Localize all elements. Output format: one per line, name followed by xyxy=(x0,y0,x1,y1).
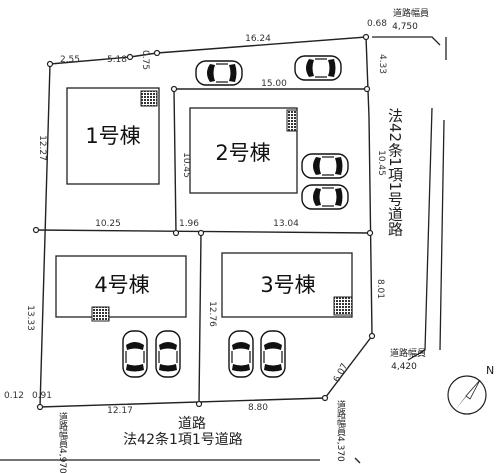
dim-right-top: 4.33 xyxy=(377,54,387,74)
building-2-outline xyxy=(189,107,298,194)
dim-mid-left: 10.25 xyxy=(95,219,121,229)
car-icon xyxy=(228,330,254,378)
dim-left-upper: 12.27 xyxy=(37,135,47,161)
bottom-road-title: 道路 xyxy=(178,416,206,432)
car-icon xyxy=(195,60,243,86)
road-width-right-title: 道路幅員 xyxy=(390,347,426,359)
building-1-label: 1号棟 xyxy=(85,124,140,148)
dim-bottom-corner-b: 0.91 xyxy=(32,391,52,401)
meter-box-1 xyxy=(140,90,158,107)
dim-bottom-corner-a: 0.12 xyxy=(4,391,24,401)
meter-box-3 xyxy=(333,296,353,316)
north-label: N xyxy=(486,364,494,377)
car-icon xyxy=(301,153,349,179)
dim-top-right-corner: 0.68 xyxy=(367,19,387,29)
building-4-label: 4号棟 xyxy=(94,273,149,297)
car-icon xyxy=(260,330,286,378)
right-road-label: 法42条1項1号道路 xyxy=(386,108,404,236)
car-icon xyxy=(294,55,342,81)
dim-mid-right: 13.04 xyxy=(273,219,299,229)
dim-bottom-left: 12.17 xyxy=(107,406,133,416)
dim-top-left-b: 5.18 xyxy=(107,55,127,65)
building-4-outline xyxy=(55,255,187,318)
road-width-bottom-left: 道路幅員4,970 xyxy=(57,411,68,473)
dim-diagonal: 6.07 xyxy=(332,362,350,384)
building-1-outline xyxy=(66,87,160,185)
road-edges xyxy=(0,36,447,464)
dim-top-left-a: 2.55 xyxy=(60,55,80,65)
dim-bottom-mid: 8.80 xyxy=(248,403,268,413)
dim-lot2-top: 15.00 xyxy=(261,79,287,89)
building-3-label: 3号棟 xyxy=(260,273,315,297)
building-outlines xyxy=(55,87,353,318)
meter-box-4 xyxy=(91,306,110,322)
dim-lot3-left: 12.76 xyxy=(207,301,217,327)
road-width-top-value: 4,750 xyxy=(392,22,418,32)
road-width-right-value: 4,420 xyxy=(391,362,417,372)
dim-lot2-right: 10.45 xyxy=(376,150,386,176)
car-icon xyxy=(155,330,181,378)
north-arrow-icon: N xyxy=(447,364,494,415)
car-icon xyxy=(122,330,148,378)
dim-left-lower: 13.33 xyxy=(25,305,35,331)
road-width-top-title: 道路幅員 xyxy=(393,7,429,19)
dim-right-lower: 8.01 xyxy=(375,279,385,299)
dim-top-right-long: 16.24 xyxy=(245,34,271,44)
bottom-road-law: 法42条1項1号道路 xyxy=(123,431,243,448)
dim-mid-center: 1.96 xyxy=(179,219,199,229)
building-2-label: 2号棟 xyxy=(215,141,270,165)
meter-box-2 xyxy=(286,109,298,132)
car-icon xyxy=(301,184,349,210)
building-3-outline xyxy=(221,252,353,318)
road-width-bottom-right: 道路幅員4,370 xyxy=(335,399,346,462)
dim-top-left-c: 0.75 xyxy=(140,50,150,70)
dim-lot2-left: 10.45 xyxy=(181,152,191,178)
boundary-marks xyxy=(32,33,376,411)
